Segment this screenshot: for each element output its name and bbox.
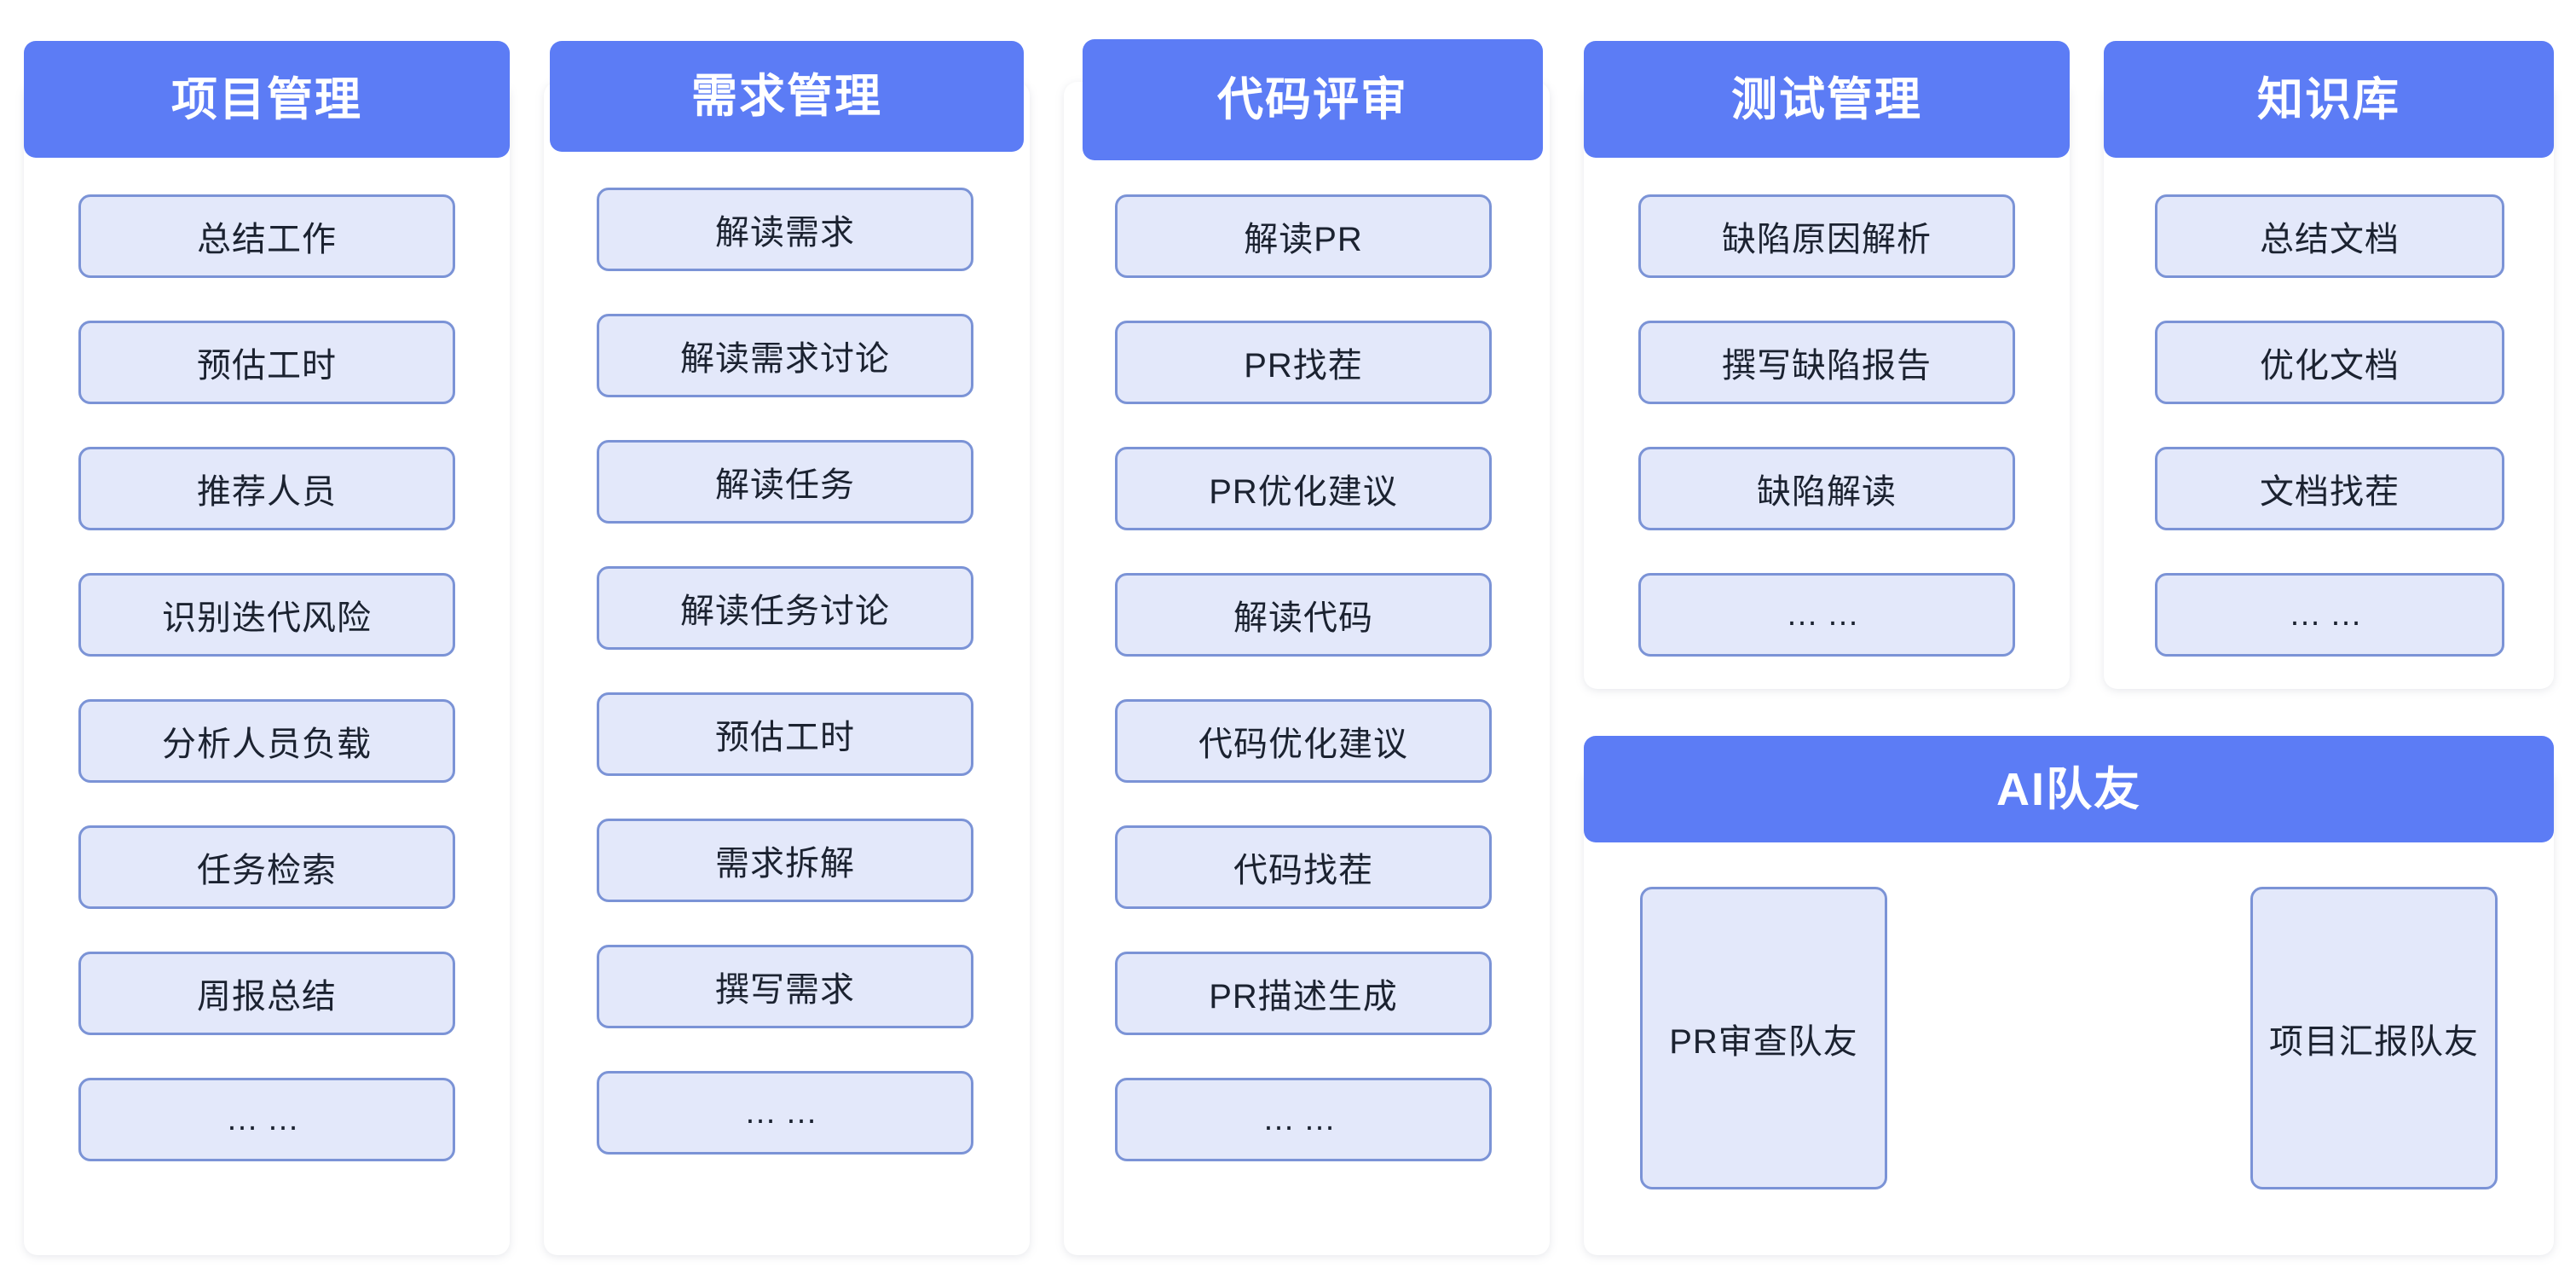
action-chip[interactable]: 撰写缺陷报告 [1638,321,2015,404]
action-chip-more[interactable]: …… [597,1071,973,1155]
action-chip[interactable]: 解读任务 [597,440,973,524]
action-chip[interactable]: 解读代码 [1115,573,1492,657]
card-body-test-management: 缺陷原因解析 撰写缺陷报告 缺陷解读 …… [1638,194,2015,657]
card-title-requirement-management: 需求管理 [691,71,882,122]
ai-teammate-tile[interactable]: 项目汇报队友 [2250,887,2498,1189]
card-header-test-management: 测试管理 [1584,41,2070,158]
action-chip[interactable]: 推荐人员 [78,447,455,530]
action-chip[interactable]: 总结文档 [2155,194,2504,278]
card-body-requirement-management: 解读需求 解读需求讨论 解读任务 解读任务讨论 预估工时 需求拆解 撰写需求 …… [597,188,973,1155]
action-chip[interactable]: 撰写需求 [597,945,973,1028]
action-chip[interactable]: 代码找茬 [1115,825,1492,909]
card-title-project-management: 项目管理 [171,73,362,125]
action-chip[interactable]: 解读任务讨论 [597,566,973,650]
action-chip[interactable]: 代码优化建议 [1115,699,1492,783]
card-body-project-management: 总结工作 预估工时 推荐人员 识别迭代风险 分析人员负载 任务检索 周报总结 …… [78,194,455,1161]
action-chip-more[interactable]: …… [1115,1078,1492,1161]
action-chip[interactable]: 识别迭代风险 [78,573,455,657]
card-header-knowledge-base: 知识库 [2104,41,2554,158]
action-chip[interactable]: PR描述生成 [1115,952,1492,1035]
action-chip[interactable]: 缺陷解读 [1638,447,2015,530]
card-title-test-management: 测试管理 [1731,73,1922,125]
ai-teammate-row: PR审查队友 项目汇报队友 [1640,887,2498,1189]
action-chip[interactable]: PR找茬 [1115,321,1492,404]
action-chip[interactable]: 需求拆解 [597,819,973,902]
card-body-knowledge-base: 总结文档 优化文档 文档找茬 …… [2155,194,2504,657]
card-requirement-management [544,82,1030,1255]
card-body-ai-teammates: PR审查队友 项目汇报队友 [1640,887,2498,1189]
action-chip[interactable]: 优化文档 [2155,321,2504,404]
action-chip[interactable]: 分析人员负载 [78,699,455,783]
action-chip[interactable]: 解读需求 [597,188,973,271]
action-chip-more[interactable]: …… [1638,573,2015,657]
card-body-code-review: 解读PR PR找茬 PR优化建议 解读代码 代码优化建议 代码找茬 PR描述生成… [1115,194,1492,1161]
ai-teammate-tile[interactable]: PR审查队友 [1640,887,1887,1189]
card-title-knowledge-base: 知识库 [2257,73,2400,125]
action-chip[interactable]: 预估工时 [78,321,455,404]
card-title-code-review: 代码评审 [1217,74,1408,125]
action-chip[interactable]: 任务检索 [78,825,455,909]
action-chip[interactable]: 周报总结 [78,952,455,1035]
action-chip[interactable]: 解读PR [1115,194,1492,278]
action-chip[interactable]: 总结工作 [78,194,455,278]
action-chip[interactable]: 预估工时 [597,692,973,776]
card-header-code-review: 代码评审 [1083,39,1543,160]
action-chip-more[interactable]: …… [2155,573,2504,657]
action-chip[interactable]: 缺陷原因解析 [1638,194,2015,278]
action-chip[interactable]: PR优化建议 [1115,447,1492,530]
card-header-project-management: 项目管理 [24,41,510,158]
action-chip-more[interactable]: …… [78,1078,455,1161]
action-chip[interactable]: 解读需求讨论 [597,314,973,397]
action-chip[interactable]: 文档找茬 [2155,447,2504,530]
card-title-ai-teammates: AI队友 [1996,763,2141,815]
card-header-ai-teammates: AI队友 [1584,736,2554,842]
card-header-requirement-management: 需求管理 [550,41,1024,152]
